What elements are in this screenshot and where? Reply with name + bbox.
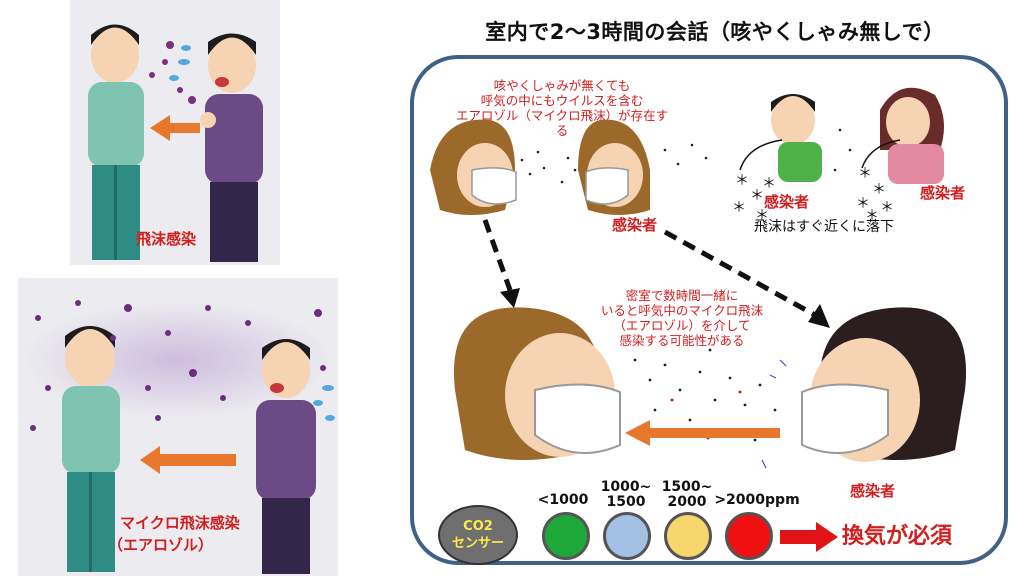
co2-sensor: CO2 センサー	[438, 505, 518, 565]
coughing-man-figure-2	[256, 339, 316, 574]
droplet-infection-label: 飛沫感染	[136, 230, 197, 248]
note-top: 咳やくしゃみが無くても 呼気の中にもウイルスを含む エアロゾル（マイクロ飛沫）が…	[452, 78, 672, 138]
large-woman-left	[453, 307, 621, 460]
conversation-illustration: ＊＊＊＊ ＊＊＊＊ ＊＊	[430, 87, 967, 469]
svg-text:＊: ＊	[750, 188, 764, 204]
large-woman-right	[801, 307, 967, 462]
note-mid-line-2: いると呼気中のマイクロ飛沫	[600, 303, 764, 318]
healthy-man-figure	[88, 24, 144, 260]
ventilation-required-label: 換気が必須	[842, 524, 953, 549]
infected-label-small: 感染者	[612, 216, 658, 234]
infected-label-large: 感染者	[850, 482, 896, 500]
svg-text:＊: ＊	[856, 196, 870, 212]
level-label-3: 1500~ 2000	[661, 479, 713, 510]
level-circle-green	[542, 512, 590, 560]
svg-text:＊: ＊	[880, 200, 894, 216]
page-title: 室内で2～3時間の会話（咳やくしゃみ無しで）	[485, 20, 945, 44]
sensor-label-co2: CO2	[463, 519, 493, 534]
orange-arrow-left-2	[140, 446, 236, 474]
sneezing-woman	[880, 87, 944, 184]
level-label-2: 1000~ 1500	[600, 479, 652, 510]
svg-text:＊: ＊	[872, 182, 886, 198]
micro-droplet-label: マイクロ飛沫感染	[120, 514, 240, 532]
falling-droplets: ＊＊＊＊ ＊＊＊＊ ＊＊	[732, 166, 894, 224]
sensor-label-sensor: センサー	[451, 536, 504, 551]
coughing-boy	[771, 94, 822, 182]
droplet-fall-label: 飛沫はすぐ近くに落下	[754, 219, 894, 235]
svg-text:＊: ＊	[732, 200, 746, 216]
red-arrow-right	[780, 522, 838, 552]
level-label-1: <1000	[537, 492, 589, 508]
infected-label-woman: 感染者	[920, 184, 966, 202]
level-circle-blue	[603, 512, 651, 560]
svg-text:＊: ＊	[735, 173, 749, 189]
small-woman-left	[430, 119, 517, 215]
level-circle-yellow	[664, 512, 712, 560]
orange-arrow-left	[150, 115, 200, 141]
orange-arrow-center	[625, 420, 780, 446]
note-top-line-2: 呼気の中にもウイルスを含む	[480, 93, 644, 108]
droplet-infection-panel: 飛沫感染	[70, 0, 280, 265]
micro-droplet-illustration	[30, 300, 335, 574]
note-top-line-3: エアロゾル（マイクロ飛沫）が存在する	[455, 108, 669, 138]
aerosol-label: （エアロゾル）	[108, 536, 214, 554]
svg-text:＊: ＊	[755, 208, 769, 224]
note-mid-line-1: 密室で数時間一緒に	[625, 288, 739, 303]
note-top-line-1: 咳やくしゃみが無くても	[493, 78, 631, 93]
note-mid: 密室で数時間一緒に いると呼気中のマイクロ飛沫 （エアロゾル）を介して 感染する…	[592, 288, 772, 348]
note-mid-line-3: （エアロゾル）を介して	[613, 318, 751, 333]
svg-text:＊: ＊	[858, 166, 872, 182]
coughing-man-figure	[200, 33, 263, 262]
level-label-4: >2000ppm	[714, 492, 800, 508]
level-circle-red	[725, 512, 773, 560]
svg-text:＊: ＊	[762, 176, 776, 192]
healthy-man-figure-2	[62, 326, 120, 572]
svg-text:＊: ＊	[865, 208, 879, 224]
infected-label-boy: 感染者	[764, 193, 810, 211]
small-woman-middle	[578, 119, 650, 215]
note-mid-line-4: 感染する可能性がある	[619, 333, 745, 348]
droplet-infection-illustration	[88, 24, 263, 262]
